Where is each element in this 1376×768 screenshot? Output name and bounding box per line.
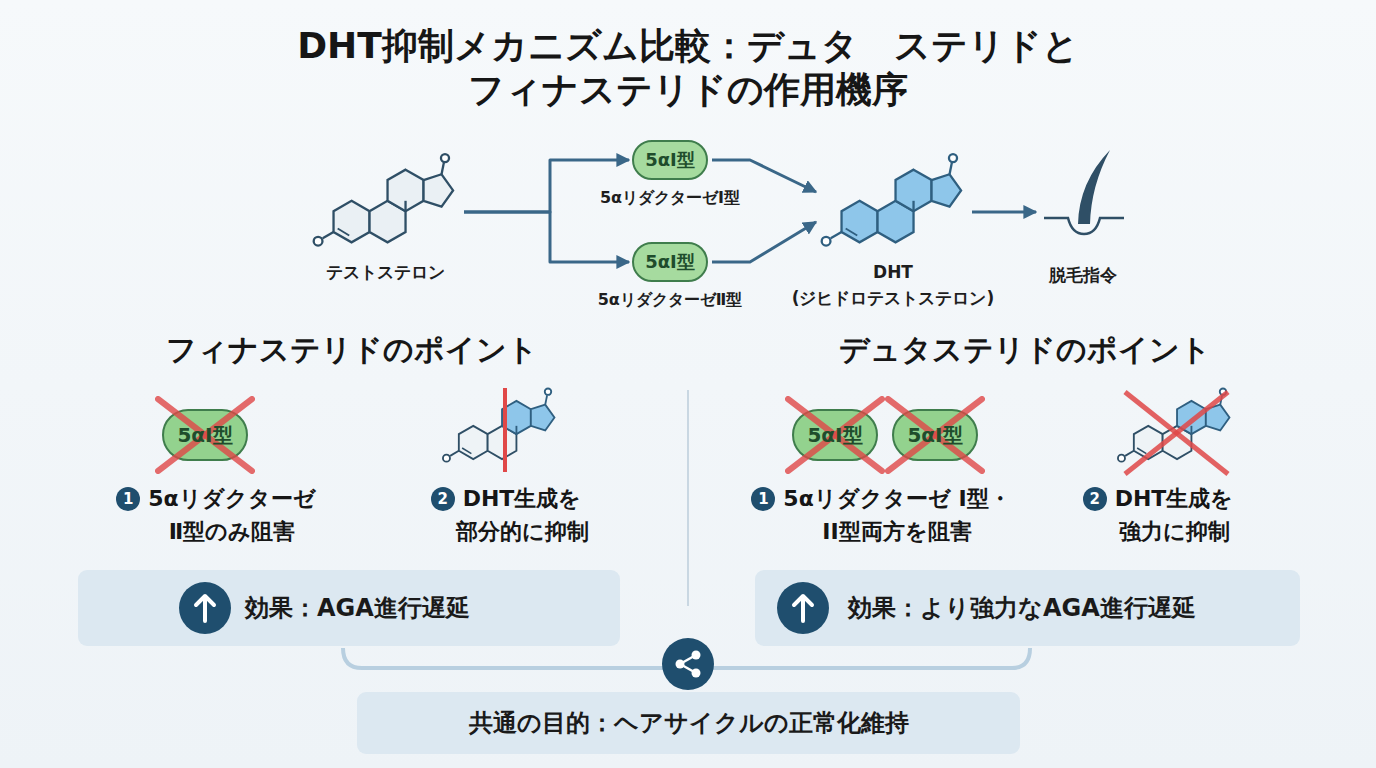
node-text: 効果：より強力なAGA進行遅延: [848, 592, 1196, 624]
section-heading: デュタステリドのポイント: [839, 330, 1211, 370]
block-line: [503, 388, 507, 472]
testosterone-molecule: [314, 154, 453, 246]
node-text: 5αI型: [807, 422, 862, 449]
blocked-enzyme-pill: 5αI型: [892, 409, 978, 461]
molecule-node: テストステロン: [310, 150, 460, 247]
flow-arrow: [712, 160, 816, 192]
hair-node: 脱毛指令: [1040, 150, 1126, 242]
effect-box: 効果：AGA進行遅延: [78, 570, 620, 646]
node-text: 5αI型: [907, 422, 962, 449]
node-text: DHT (ジヒドロテストステロン): [786, 259, 1001, 311]
point-text: DHT生成を 強力に抑制: [1092, 482, 1257, 548]
cross-stroke: [158, 399, 252, 471]
goal-box: 共通の目的：ヘアサイクルの正常化維持: [357, 692, 1020, 754]
section-heading: フィナステリドのポイント: [166, 330, 538, 370]
effect-box: 効果：より強力なAGA進行遅延: [755, 570, 1300, 646]
cross-stroke: [788, 399, 882, 471]
point-text: 5αリダクターゼ Ⅱ型のみ阻害: [117, 482, 347, 548]
enzyme-pill: 5αI型5αリダクターゼI型: [632, 140, 708, 180]
node-text: 5αI型: [645, 148, 695, 172]
node-caption: 5αリダクターゼⅡ型: [598, 290, 743, 311]
node-text: 5αI型: [177, 422, 232, 449]
cross-stroke: [888, 399, 982, 471]
divider-line: [687, 390, 689, 606]
cross-stroke: [788, 399, 882, 471]
flow-arrow: [464, 212, 629, 262]
node-text: 共通の目的：ヘアサイクルの正常化維持: [469, 707, 909, 739]
hair-follicle-icon: [1044, 150, 1124, 234]
blocked-enzyme-pill: 5αI型: [792, 409, 878, 461]
cross-stroke: [158, 399, 252, 471]
blocked-enzyme-pill: 5αI型: [162, 409, 248, 461]
node-text: テストステロン: [326, 259, 445, 285]
diagram-title: DHT抑制メカニズム比較：デュタ ステリドと フィナステリドの作用機序: [288, 24, 1088, 112]
callout-number: 1: [116, 487, 140, 511]
cross-stroke: [888, 399, 982, 471]
callout-number: 1: [751, 487, 775, 511]
share-icon: [662, 638, 714, 690]
point-text: DHT生成を 部分的に抑制: [440, 482, 605, 548]
flow-arrow: [972, 211, 1036, 214]
node-text: 脱毛指令: [1049, 262, 1117, 288]
enzyme-pill: 5αI型5αリダクターゼⅡ型: [632, 242, 708, 282]
flow-arrow: [712, 222, 816, 262]
dht-molecule: [822, 154, 961, 246]
node-text: 5αI型: [645, 250, 695, 274]
callout-number: 2: [1083, 487, 1107, 511]
node-caption: 5αリダクターゼI型: [600, 188, 740, 209]
callout-number: 2: [431, 487, 455, 511]
molecule-node: DHT (ジヒドロテストステロン): [818, 150, 968, 247]
full-block-molecule: [1118, 388, 1230, 474]
partial-block-molecule: [443, 388, 555, 472]
node-text: 効果：AGA進行遅延: [245, 592, 470, 624]
point-text: 5αリダクターゼ I型・II型両方を阻害: [782, 482, 1012, 548]
